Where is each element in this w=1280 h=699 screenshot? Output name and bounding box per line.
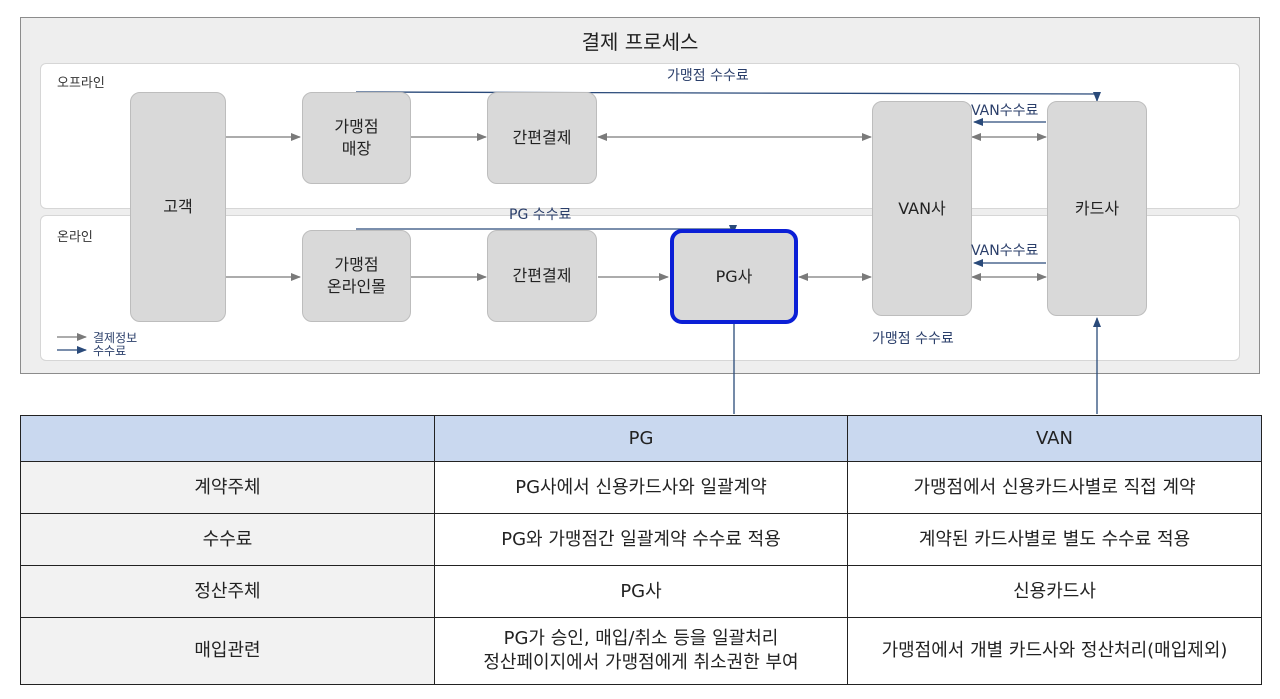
online-lane [40,215,1240,361]
offline-lane-label: 오프라인 [57,76,105,91]
table-row: 정산주체 PG사 신용카드사 [20,565,1262,618]
table-header-row: PG VAN [20,415,1262,462]
cell-van: 가맹점에서 신용카드사별로 직접 계약 [847,461,1262,514]
easypay-offline-node: 간편결제 [487,92,597,184]
table-header-van: VAN [847,415,1262,462]
table-row: 매입관련 PG가 승인, 매입/취소 등을 일괄처리 정산페이지에서 가맹점에게… [20,617,1262,685]
cell-van: 가맹점에서 개별 카드사와 정산처리(매입제외) [847,617,1262,685]
diagram-title: 결제 프로세스 [581,30,699,54]
customer-node: 고객 [130,92,226,322]
row-label: 매입관련 [20,617,435,685]
merchant-fee-label-top: 가맹점 수수료 [667,68,749,84]
fee-arrow-merchant-to-card [355,91,1101,102]
row-label: 계약주체 [20,461,435,514]
merchant-fee-label-bottom: 가맹점 수수료 [872,331,954,347]
pg-node: PG사 [670,229,798,324]
cell-pg: PG사에서 신용카드사와 일괄계약 [434,461,848,514]
easypay-online-node: 간편결제 [487,230,597,322]
cell-van: 신용카드사 [847,565,1262,618]
van-node: VAN사 [872,101,972,316]
store-node: 가맹점 매장 [302,92,411,184]
cell-pg: PG와 가맹점간 일괄계약 수수료 적용 [434,513,848,566]
card-company-node: 카드사 [1047,101,1147,316]
online-lane-label: 온라인 [57,230,93,245]
table-header-empty [20,415,435,462]
table-header-pg: PG [434,415,848,462]
online-mall-node: 가맹점 온라인몰 [302,230,411,322]
row-label: 수수료 [20,513,435,566]
pg-fee-label: PG 수수료 [509,207,572,223]
legend-fee: 수수료 [93,344,127,358]
cell-pg: PG가 승인, 매입/취소 등을 일괄처리 정산페이지에서 가맹점에게 취소권한… [434,617,848,685]
table-row: 수수료 PG와 가맹점간 일괄계약 수수료 적용 계약된 카드사별로 별도 수수… [20,513,1262,566]
row-label: 정산주체 [20,565,435,618]
van-fee-label-online: VAN수수료 [971,243,1039,259]
table-row: 계약주체 PG사에서 신용카드사와 일괄계약 가맹점에서 신용카드사별로 직접 … [20,461,1262,514]
pg-van-comparison-table: PG VAN 계약주체 PG사에서 신용카드사와 일괄계약 가맹점에서 신용카드… [20,415,1262,685]
van-fee-label-offline: VAN수수료 [971,103,1039,119]
legend-payment-info: 결제정보 [93,331,138,345]
cell-van: 계약된 카드사별로 별도 수수료 적용 [847,513,1262,566]
cell-pg: PG사 [434,565,848,618]
